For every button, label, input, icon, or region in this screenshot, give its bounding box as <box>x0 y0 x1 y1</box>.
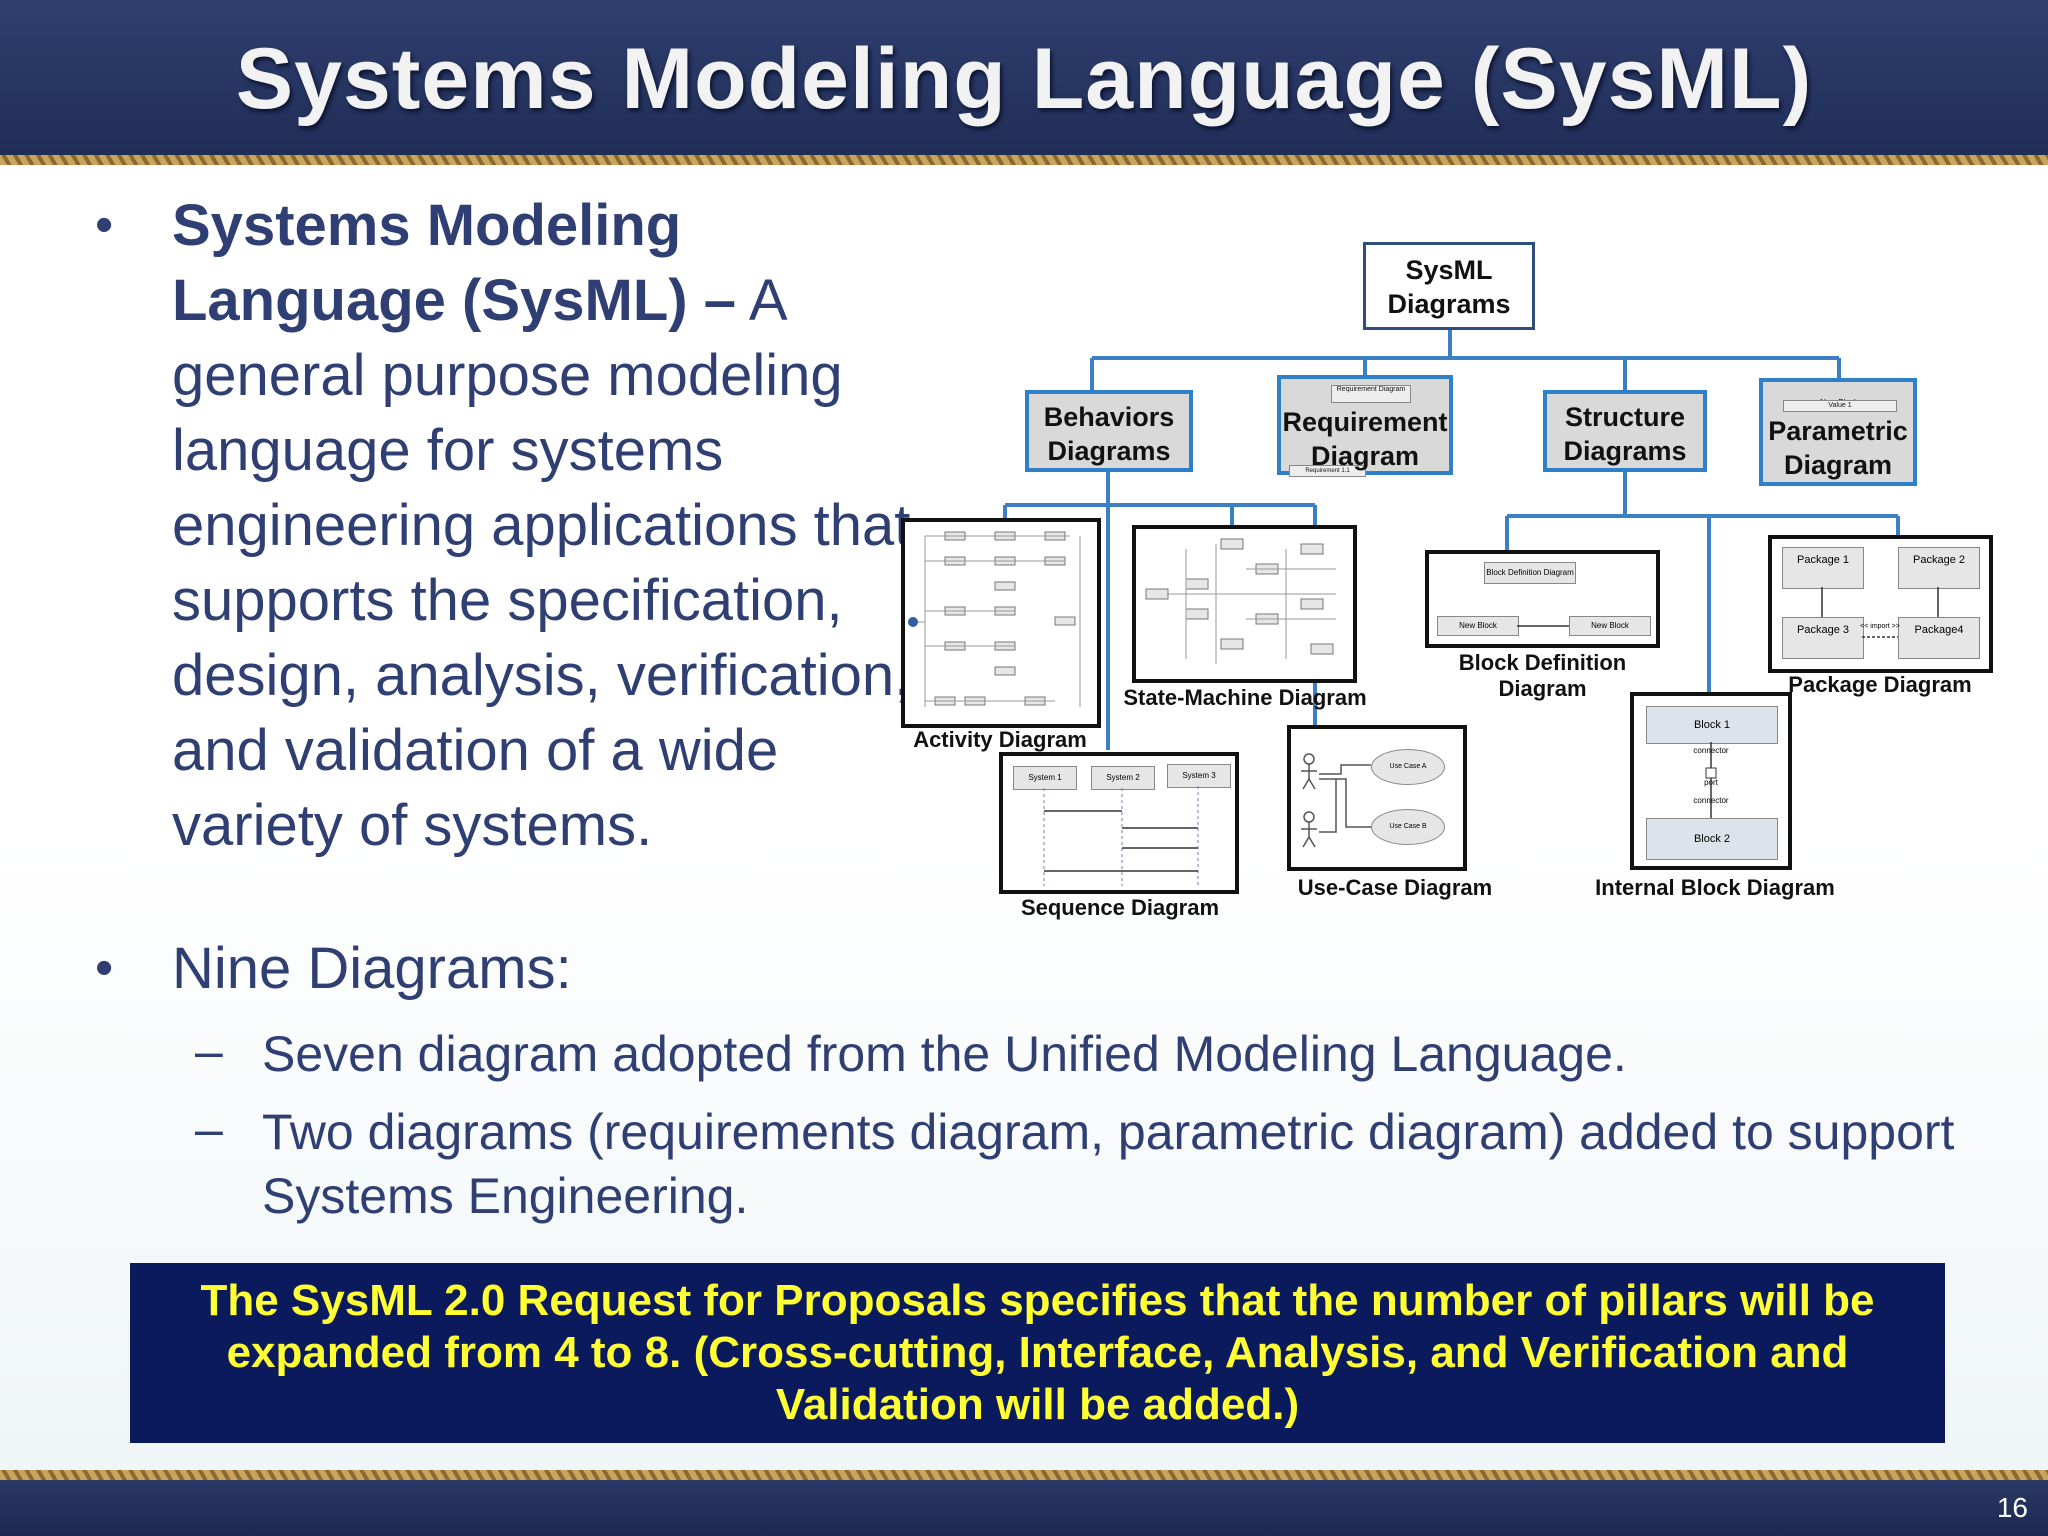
use-case-thumb-art <box>1301 753 1371 848</box>
pkg-thumb-2: Package 2 <box>1898 547 1980 589</box>
category-requirement-diagram: Requirement Diagram Requirement 1.1 Requ… <box>1277 375 1453 477</box>
state-machine-diagram-thumbnail <box>1132 525 1357 683</box>
uc-thumb-case-a: Use Case A <box>1371 749 1445 785</box>
sub-bullet-uml: Seven diagram adopted from the Unified M… <box>262 1026 1627 1082</box>
bullet-marker: • <box>95 939 114 997</box>
req-thumb-header: Requirement Diagram <box>1331 385 1411 403</box>
internal-block-diagram-thumbnail: Block 1 Block 2 connector port connector <box>1630 692 1792 870</box>
uc-thumb-case-b: Use Case B <box>1371 809 1445 845</box>
label-activity-diagram: Activity Diagram <box>913 727 1087 752</box>
package-thumb-art <box>1821 587 1939 638</box>
label-internal-block-diagram: Internal Block Diagram <box>1595 875 1835 900</box>
ibd-thumb-art <box>1705 742 1717 818</box>
package-diagram-thumbnail: Package 1 Package 2 Package 3 Package4 <… <box>1768 535 1993 673</box>
bdd-thumb-block-left: New Block <box>1437 616 1519 636</box>
activity-diagram-thumbnail <box>901 518 1101 728</box>
bullet-definition-text: A general purpose modeling language for … <box>172 268 911 858</box>
page-number: 16 <box>1996 1492 2028 1523</box>
label-package-diagram: Package Diagram <box>1788 672 1972 697</box>
label-state-machine-diagram: State-Machine Diagram <box>1123 685 1367 710</box>
footer-rope-border <box>0 1470 2048 1480</box>
block-definition-diagram-thumbnail: Block Definition Diagram New Block New B… <box>1425 550 1660 648</box>
category-behaviors-diagrams: Behaviors Diagrams <box>1025 390 1193 472</box>
label-block-definition-diagram: Block Definition Diagram <box>1458 650 1627 701</box>
slide-title: Systems Modeling Language (SysML) <box>235 31 1813 127</box>
sequence-diagram-thumbnail: System 1 System 2 System 3 <box>999 752 1239 894</box>
bullet-bold-term: Systems Modeling Language (SysML) – <box>172 193 736 333</box>
seq-thumb-system2: System 2 <box>1091 766 1155 790</box>
bdd-thumb-block-right: New Block <box>1569 616 1651 636</box>
seq-thumb-system1: System 1 <box>1013 766 1077 790</box>
slide-header <box>0 0 2048 165</box>
ibd-thumb-block2: Block 2 <box>1646 818 1778 860</box>
rfp-callout: The SysML 2.0 Request for Proposals spec… <box>130 1263 1945 1443</box>
ibd-thumb-block1: Block 1 <box>1646 706 1778 744</box>
label-use-case-diagram: Use-Case Diagram <box>1297 875 1493 900</box>
label-sequence-diagram: Sequence Diagram <box>1020 895 1220 920</box>
category-parametric-diagram: New Block Value 1 Parametric Diagram <box>1759 378 1917 486</box>
sysml-diagram-taxonomy: SysML Diagrams Behaviors Diagrams Requir… <box>895 230 2005 930</box>
seq-thumb-system3: System 3 <box>1167 764 1231 788</box>
state-machine-thumb-art <box>1145 538 1336 664</box>
param-thumb-value: Value 1 <box>1783 400 1897 412</box>
activity-thumb-art <box>908 531 1081 707</box>
sub-bullet-marker: – <box>195 1101 223 1157</box>
header-rope-border <box>0 155 2048 165</box>
pkg-thumb-import: << import >> <box>1860 623 1900 630</box>
bullet-nine-diagrams: Nine Diagrams: <box>172 936 572 1001</box>
pkg-thumb-3: Package 3 <box>1782 617 1864 659</box>
use-case-diagram-thumbnail: Use Case A Use Case B <box>1287 725 1467 871</box>
sub-bullet-marker: – <box>195 1023 223 1079</box>
req-thumb-item: Requirement 1.1 <box>1289 465 1366 477</box>
bullet-sysml-definition: Systems Modeling Language (SysML) – A ge… <box>172 188 912 863</box>
sub-bullet-added: Two diagrams (requirements diagram, para… <box>262 1104 1955 1224</box>
sequence-thumb-art <box>1043 786 1199 886</box>
bdd-thumb-header: Block Definition Diagram <box>1484 562 1576 584</box>
diagram-connectors <box>1003 328 1900 750</box>
category-structure-diagrams: Structure Diagrams <box>1543 390 1707 472</box>
bullet-marker: • <box>95 196 114 254</box>
pkg-thumb-4: Package4 <box>1898 617 1980 659</box>
slide-footer <box>0 1470 2048 1536</box>
pkg-thumb-1: Package 1 <box>1782 547 1864 589</box>
bdd-thumb-art <box>1517 625 1569 627</box>
root-sysml-diagrams: SysML Diagrams <box>1363 242 1535 330</box>
